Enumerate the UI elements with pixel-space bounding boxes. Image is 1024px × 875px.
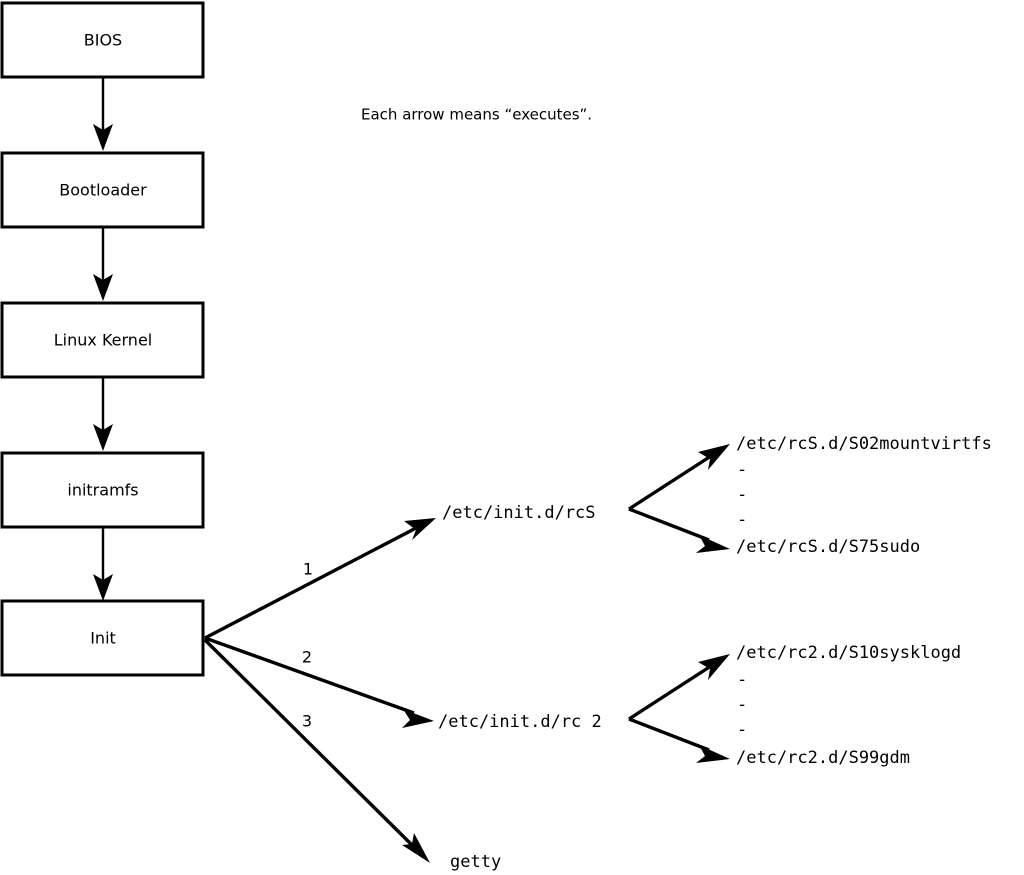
node-bios-rect[interactable] (0, 1, 205, 79)
node-initramfs[interactable]: initramfs (0, 451, 205, 529)
edge-init-branch-1 (204, 518, 436, 640)
node-init[interactable]: Init (0, 599, 205, 677)
rcs-last-script-label[interactable]: /etc/rcS.d/S75sudo (736, 537, 920, 557)
arrowhead-icon (696, 745, 730, 763)
edge-number-2: 2 (302, 648, 312, 667)
node-initramfs-rect[interactable] (0, 451, 205, 529)
rcs-branch-edges (628, 444, 730, 553)
edge-initramfs-to-init (93, 527, 113, 601)
edge-number-3: 3 (302, 712, 312, 731)
edge-kernel-to-initramfs (93, 377, 113, 451)
arrowhead-icon (93, 424, 113, 451)
node-init-d-rc2-label[interactable]: /etc/init.d/rc 2 (438, 712, 602, 732)
rc2-ellipsis-dash-1: - (737, 670, 747, 690)
arrowhead-icon (93, 124, 113, 151)
node-getty-label[interactable]: getty (450, 852, 501, 872)
rcs-ellipsis-dash-2: - (737, 485, 747, 505)
node-init-d-rcs-label[interactable]: /etc/init.d/rcS (442, 503, 596, 523)
edge-rcs-to-last-script (628, 507, 730, 553)
node-linux-kernel[interactable]: Linux Kernel (0, 301, 205, 379)
node-bootloader-label: Bootloader (59, 181, 147, 200)
node-bios[interactable]: BIOS (0, 1, 205, 79)
node-bios-label: BIOS (84, 31, 122, 50)
arrowhead-icon (93, 574, 113, 601)
edge-rcs-to-first-script (628, 444, 730, 511)
init-branch-edges (203, 518, 436, 863)
rc2-ellipsis-dash-3: - (737, 720, 747, 740)
edge-rc2-to-first-script (628, 654, 730, 721)
arrowhead-icon (93, 274, 113, 301)
rcs-first-script-label[interactable]: /etc/rcS.d/S02mountvirtfs (736, 434, 992, 454)
rc2-ellipsis-dash-2: - (737, 695, 747, 715)
edge-bootloader-to-kernel (93, 227, 113, 301)
rc2-first-script-label[interactable]: /etc/rc2.d/S10sysklogd (736, 643, 961, 663)
arrowhead-icon (402, 709, 434, 728)
node-initramfs-label: initramfs (67, 481, 138, 500)
rc2-branch-edges (628, 654, 730, 763)
edge-number-1: 1 (303, 560, 313, 579)
node-init-rect[interactable] (0, 599, 205, 677)
edge-init-branch-2 (204, 636, 434, 728)
node-bootloader[interactable]: Bootloader (0, 151, 205, 229)
arrowhead-icon (404, 518, 436, 540)
edge-rc2-to-last-script (628, 717, 730, 763)
arrowhead-icon (696, 535, 730, 553)
chain-edges (93, 77, 113, 601)
node-linux-kernel-label: Linux Kernel (54, 331, 152, 350)
rc2-last-script-label[interactable]: /etc/rc2.d/S99gdm (736, 748, 910, 768)
node-init-label: Init (90, 629, 116, 648)
arrowhead-icon (698, 444, 730, 470)
edge-bios-to-bootloader (93, 77, 113, 151)
arrowhead-icon (698, 654, 730, 680)
rcs-ellipsis-dash-1: - (737, 460, 747, 480)
node-bootloader-rect[interactable] (0, 151, 205, 229)
legend-note: Each arrow means “executes”. (361, 106, 592, 124)
edge-init-branch-3 (203, 638, 430, 863)
rcs-ellipsis-dash-3: - (737, 510, 747, 530)
arrowhead-icon (402, 833, 430, 863)
node-linux-kernel-rect[interactable] (0, 301, 205, 379)
